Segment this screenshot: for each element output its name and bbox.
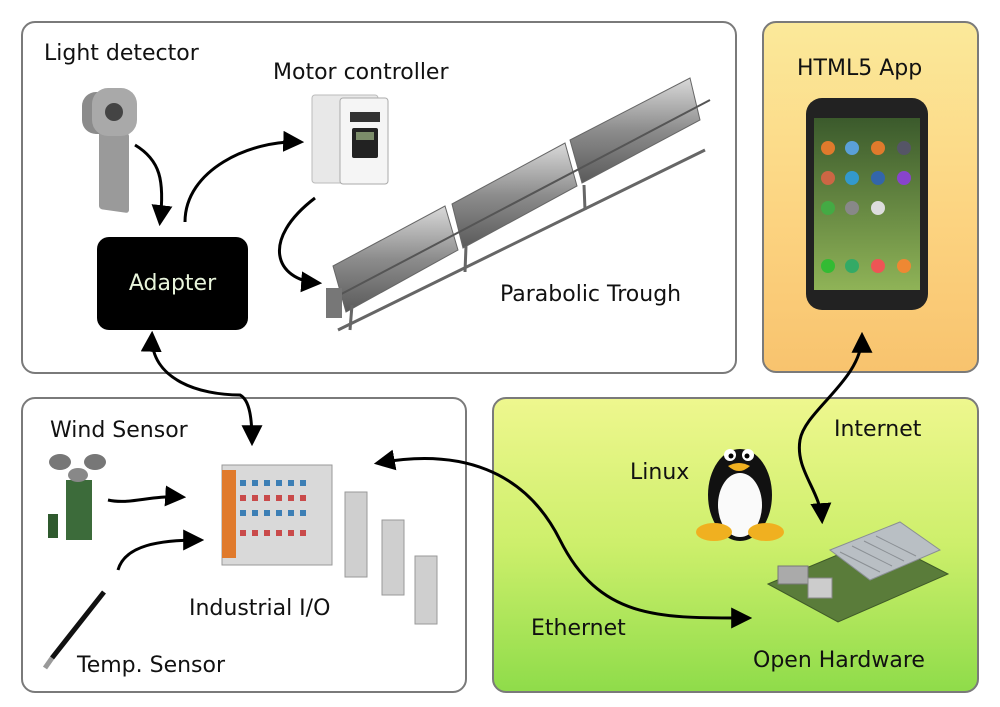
smartphone-image <box>806 98 928 310</box>
arrow-temp-to-io <box>116 529 205 571</box>
label-light-detector: Light detector <box>44 41 199 66</box>
label-internet: Internet <box>834 417 922 442</box>
label-ethernet: Ethernet <box>531 616 626 641</box>
arrow-motor-to-trough <box>277 196 323 293</box>
label-linux: Linux <box>630 460 690 485</box>
parabolic-trough-image <box>326 77 711 332</box>
arrow-wind-to-io <box>107 485 187 507</box>
arrow-light-to-adapter <box>134 143 173 227</box>
arrow-internet <box>797 331 873 525</box>
tux-penguin-image <box>696 449 784 541</box>
open-hardware-board-image <box>766 521 950 623</box>
light-detector-image <box>82 88 137 213</box>
temp-sensor-image <box>42 590 106 670</box>
label-html5-app: HTML5 App <box>797 56 923 81</box>
label-parabolic-trough: Parabolic Trough <box>500 282 682 307</box>
label-open-hardware: Open Hardware <box>753 648 925 673</box>
arrow-adapter-to-motor <box>183 130 305 223</box>
arrow-ethernet <box>373 449 753 629</box>
adapter-box: Adapter <box>97 237 248 330</box>
label-temp-sensor: Temp. Sensor <box>77 653 226 678</box>
label-industrial-io: Industrial I/O <box>189 596 331 621</box>
label-adapter: Adapter <box>128 271 217 296</box>
label-motor-controller: Motor controller <box>273 60 449 85</box>
arrow-adapter-io <box>140 330 263 447</box>
label-wind-sensor: Wind Sensor <box>50 418 188 443</box>
wind-sensor-image <box>48 454 106 540</box>
motor-controller-image <box>311 94 389 185</box>
